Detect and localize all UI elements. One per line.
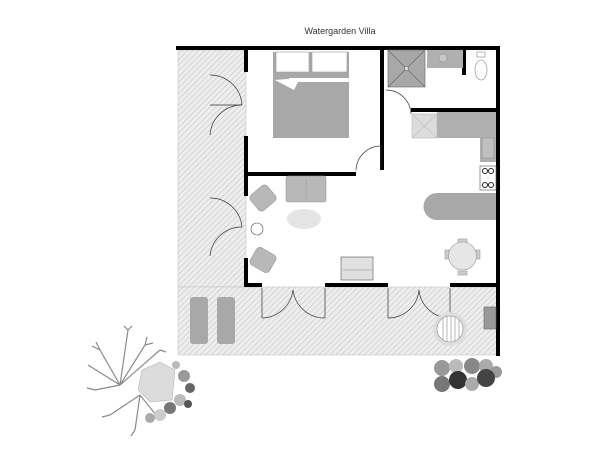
- patio-table: [433, 312, 467, 346]
- bed: [273, 51, 349, 138]
- living-furniture: [249, 175, 374, 281]
- garden-pond: [137, 361, 176, 403]
- walls: [176, 46, 500, 356]
- flower-shrubs-left: [145, 361, 195, 423]
- stove: [479, 165, 497, 191]
- sun-loungers: [190, 297, 235, 344]
- doors: [209, 74, 451, 319]
- patio-left: [177, 49, 247, 288]
- bbq-grill: [483, 306, 497, 330]
- toilet: [474, 59, 488, 81]
- kitchen-island: [423, 193, 496, 220]
- kitchen-counter: [411, 112, 496, 162]
- plan-title: Watergarden Villa: [304, 26, 376, 36]
- palm-plants: [86, 325, 167, 437]
- dining-table: [444, 238, 481, 276]
- flower-shrubs-right: [434, 358, 502, 392]
- shower: [387, 49, 426, 88]
